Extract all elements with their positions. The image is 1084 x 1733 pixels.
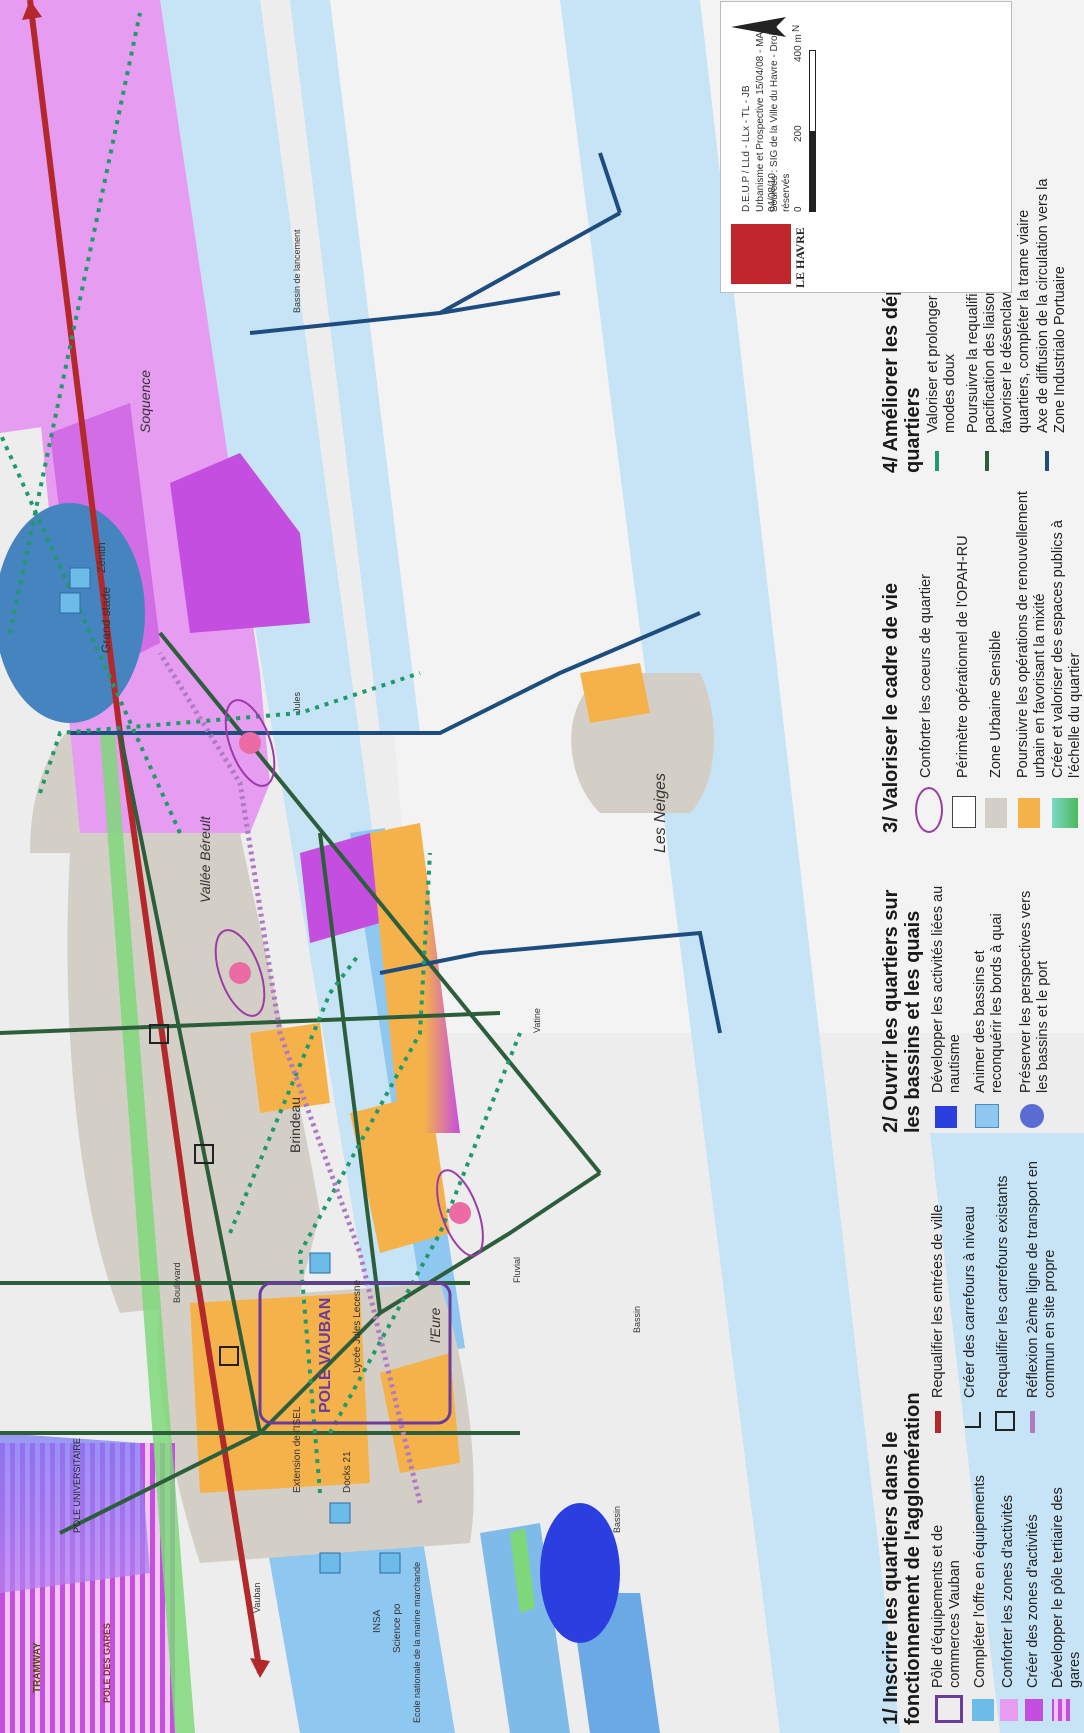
label-tramway: TRAMWAY: [32, 1642, 43, 1693]
label-jules: Jules: [292, 691, 302, 713]
label-blvd: Boulevard: [172, 1262, 182, 1303]
zone-creer-1: [170, 453, 310, 633]
renewal-brindeau: [190, 1293, 370, 1493]
green-spaces: [100, 733, 535, 1733]
label-zenith: Zénith: [96, 542, 108, 573]
label-stade: Grand stade: [99, 587, 113, 653]
place-labels: Vallée Béreult Soquence Les Neiges Brind…: [32, 229, 669, 1723]
renewal-quai: [370, 823, 460, 1133]
label-eure: l'Eure: [427, 1307, 443, 1343]
label-ecole: Ecole nationale de la marine marchande: [412, 1562, 422, 1723]
label-bassin-eure: Bassin: [612, 1506, 622, 1533]
label-docks: Docks 21: [342, 1451, 353, 1493]
label-vauban: Vauban: [252, 1583, 262, 1613]
label-insa: INSA: [372, 1609, 383, 1633]
label-soquence: Soquence: [137, 370, 153, 433]
interquartier-links[interactable]: [0, 631, 602, 1535]
city-entrance-axis: [27, 0, 263, 1674]
label-vatine: Vatine: [532, 1008, 542, 1033]
label-vallee: Vallée Béreult: [197, 815, 213, 903]
equipment-icons[interactable]: [59, 567, 401, 1574]
label-pole-universitaire: POLE UNIVERSITAIRE: [72, 1438, 82, 1533]
label-neiges: Les Neiges: [652, 773, 669, 853]
label-brindeau: Brindeau: [287, 1097, 303, 1153]
nautic-zone[interactable]: [540, 1503, 620, 1643]
pole-universitaire: [0, 1433, 150, 1593]
zone-creer-2: [300, 833, 380, 943]
pole-vauban-box[interactable]: [258, 1281, 452, 1425]
label-lycee: Lycée Jules Lecesne: [352, 1280, 363, 1373]
bassin-lancement: [150, 0, 455, 1443]
quarter-hearts[interactable]: [206, 694, 492, 1262]
label-fluvial: Fluvial: [512, 1257, 522, 1283]
tcsp-line[interactable]: [157, 651, 423, 1504]
renewal-neiges: [580, 663, 650, 723]
zip-axes[interactable]: [70, 152, 722, 1034]
label-sciencespo: Science po: [392, 1603, 403, 1653]
label-lancement: Bassin de lancement: [292, 229, 302, 313]
soft-mode-routes[interactable]: [0, 12, 522, 1494]
water-bodies: [150, 0, 1084, 1733]
crossroads[interactable]: [149, 1024, 239, 1366]
label-isel: Extension de l'ISEL: [292, 1406, 303, 1493]
label-pole-vauban: POLE VAUBAN: [317, 1298, 334, 1413]
water-channel: [560, 0, 900, 1733]
label-pole-gares: POLE DES GARES: [102, 1623, 112, 1703]
label-bassin-paul: Bassin: [632, 1306, 642, 1333]
port-water: [930, 1133, 1084, 1733]
